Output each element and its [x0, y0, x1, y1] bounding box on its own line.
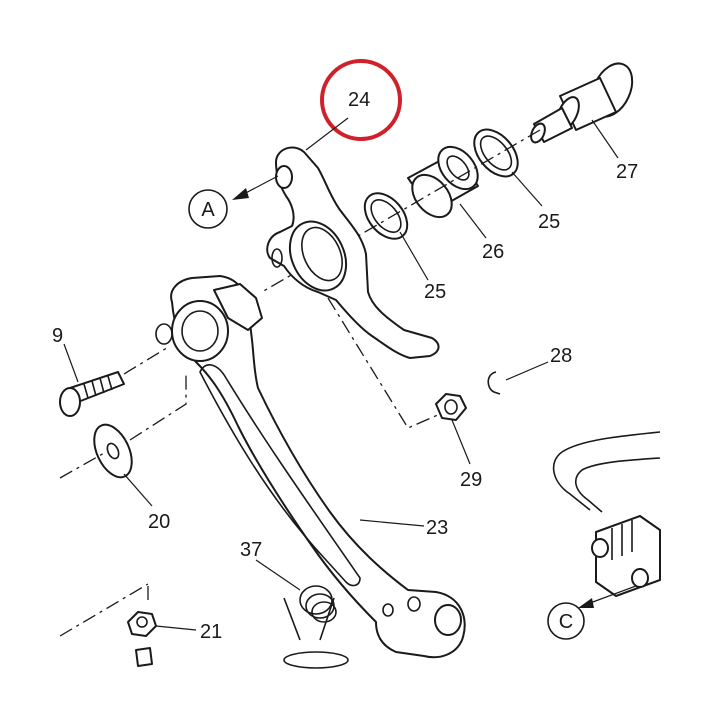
axis-line-nut — [327, 297, 441, 429]
view-ref-a-label: A — [201, 199, 215, 221]
callout-29: 29 — [460, 469, 482, 491]
callout-23: 23 — [426, 517, 448, 539]
callout-37: 37 — [240, 539, 262, 561]
callout-26: 26 — [482, 241, 504, 263]
highlight-circle-24 — [320, 59, 402, 141]
leader-20 — [123, 473, 153, 507]
axis-line-bolt — [123, 345, 171, 375]
callout-19-partial: 9 — [52, 325, 63, 347]
part-25-ring-upper — [473, 128, 519, 178]
leader-28 — [505, 361, 549, 381]
leader-25a — [399, 231, 429, 281]
part-19-bolt — [59, 371, 125, 417]
leader-27 — [591, 119, 619, 159]
view-ref-c: C — [547, 602, 585, 640]
part-25-ring-lower — [363, 192, 409, 240]
leader-24 — [305, 117, 349, 151]
callout-20: 20 — [148, 511, 170, 533]
part-26-bushing — [407, 145, 479, 219]
part-28-clip — [487, 371, 501, 395]
leader-25b — [511, 171, 543, 207]
axis-line-washer — [59, 372, 187, 479]
part-27-pin — [530, 62, 634, 144]
leader-26 — [459, 203, 487, 239]
part-20-washer — [93, 423, 133, 479]
leader-19 — [63, 343, 79, 383]
leader-37 — [255, 559, 301, 591]
view-ref-c-label: C — [559, 611, 573, 633]
view-ref-a: A — [188, 189, 228, 229]
arrow-a — [232, 175, 279, 200]
part-21-nut — [127, 611, 157, 667]
leader-23 — [359, 519, 425, 527]
arrow-c — [578, 585, 637, 608]
leader-29 — [451, 419, 471, 465]
switch-assembly — [552, 431, 661, 597]
callout-25-lower: 25 — [424, 281, 446, 303]
callout-25-upper: 25 — [538, 211, 560, 233]
part-23-lever — [155, 275, 466, 659]
leader-21 — [155, 625, 197, 631]
callout-27: 27 — [616, 161, 638, 183]
part-24-arm — [266, 146, 440, 359]
axis-line-stud — [59, 583, 149, 637]
part-37-spring — [283, 585, 349, 669]
callout-28: 28 — [550, 345, 572, 367]
callout-21: 21 — [200, 621, 222, 643]
part-29-nut — [435, 393, 467, 421]
callout-24: 24 — [348, 89, 370, 111]
